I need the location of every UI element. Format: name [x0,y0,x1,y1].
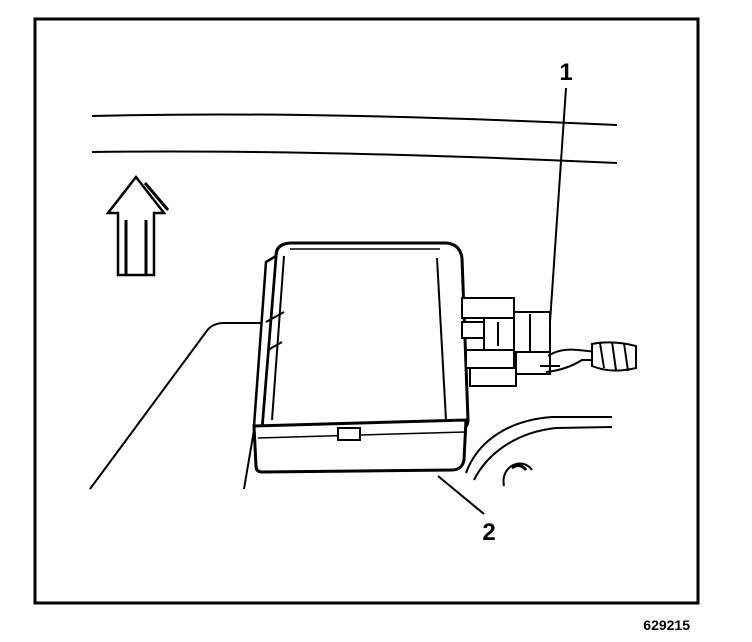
electrical-connector [461,297,637,387]
up-arrow-icon [105,174,170,277]
floor-contour [465,416,613,487]
background-panel-lines [91,113,618,164]
release-tab [337,427,361,441]
mounting-surface [89,322,283,490]
callout-1-label: 1 [559,59,572,86]
figure-id: 629215 [643,617,690,633]
leader-lines [437,87,567,515]
figure-border [33,17,700,605]
module [252,241,470,474]
callout-2-label: 2 [482,519,495,546]
